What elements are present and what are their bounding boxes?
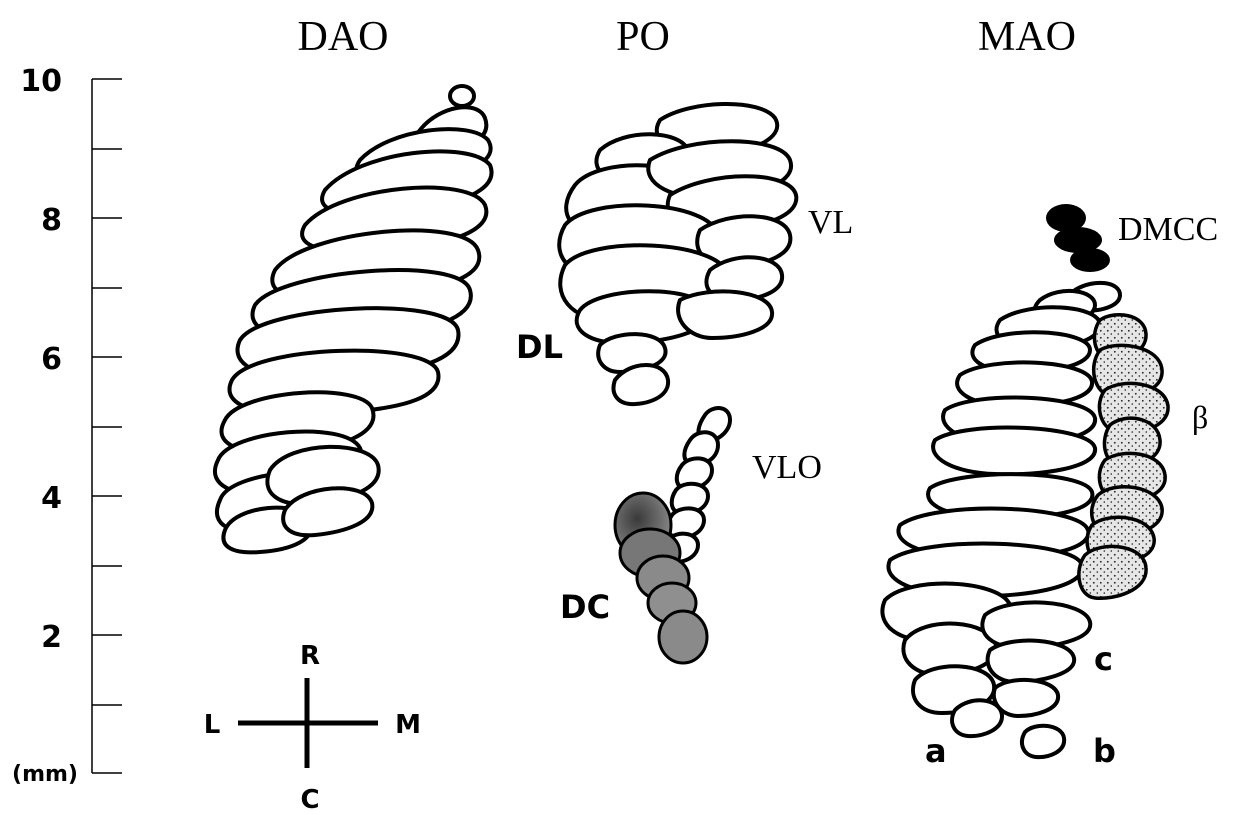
mao-slice bbox=[1022, 726, 1064, 757]
scale-label-8: 8 bbox=[41, 203, 62, 238]
mao-slice bbox=[933, 428, 1095, 475]
mao-section-stack bbox=[882, 204, 1168, 757]
heading-mao: MAO bbox=[978, 14, 1076, 60]
scale-label-6: 6 bbox=[41, 342, 62, 377]
label-dmcc: DMCC bbox=[1118, 211, 1218, 248]
label-c: c bbox=[1094, 640, 1113, 678]
scale-unit-label: (mm) bbox=[12, 762, 78, 787]
scale-label-10: 10 bbox=[20, 64, 62, 99]
dao-section-stack bbox=[215, 86, 492, 552]
dmcc-slice bbox=[1070, 248, 1110, 272]
dc-slice bbox=[659, 611, 707, 663]
label-b: b bbox=[1093, 732, 1116, 770]
compass-rostral-label: R bbox=[300, 641, 320, 671]
label-vl: VL bbox=[808, 204, 853, 241]
compass-lateral-label: L bbox=[204, 710, 221, 740]
heading-dao: DAO bbox=[298, 14, 389, 60]
label-a: a bbox=[925, 732, 947, 770]
compass-caudal-label: C bbox=[300, 785, 319, 815]
po-slice bbox=[613, 365, 668, 404]
mao-slice bbox=[952, 700, 1002, 736]
po-section-stack bbox=[559, 104, 796, 663]
mao-slice bbox=[994, 680, 1058, 716]
mao-slice bbox=[988, 641, 1075, 682]
scale-label-4: 4 bbox=[41, 481, 62, 516]
label-vlo: VLO bbox=[752, 449, 822, 486]
label-beta: β bbox=[1192, 399, 1208, 435]
scale-label-2: 2 bbox=[41, 620, 62, 655]
scale-bar: 10 8 6 4 2 (mm) bbox=[12, 64, 122, 787]
label-dc: DC bbox=[560, 588, 610, 626]
label-dl: DL bbox=[516, 328, 563, 366]
dao-slice bbox=[450, 86, 474, 106]
heading-po: PO bbox=[616, 14, 670, 60]
beta-slice bbox=[1079, 546, 1146, 598]
po-slice bbox=[678, 291, 772, 338]
orientation-compass: R C L M bbox=[204, 641, 421, 815]
compass-medial-label: M bbox=[395, 710, 421, 740]
